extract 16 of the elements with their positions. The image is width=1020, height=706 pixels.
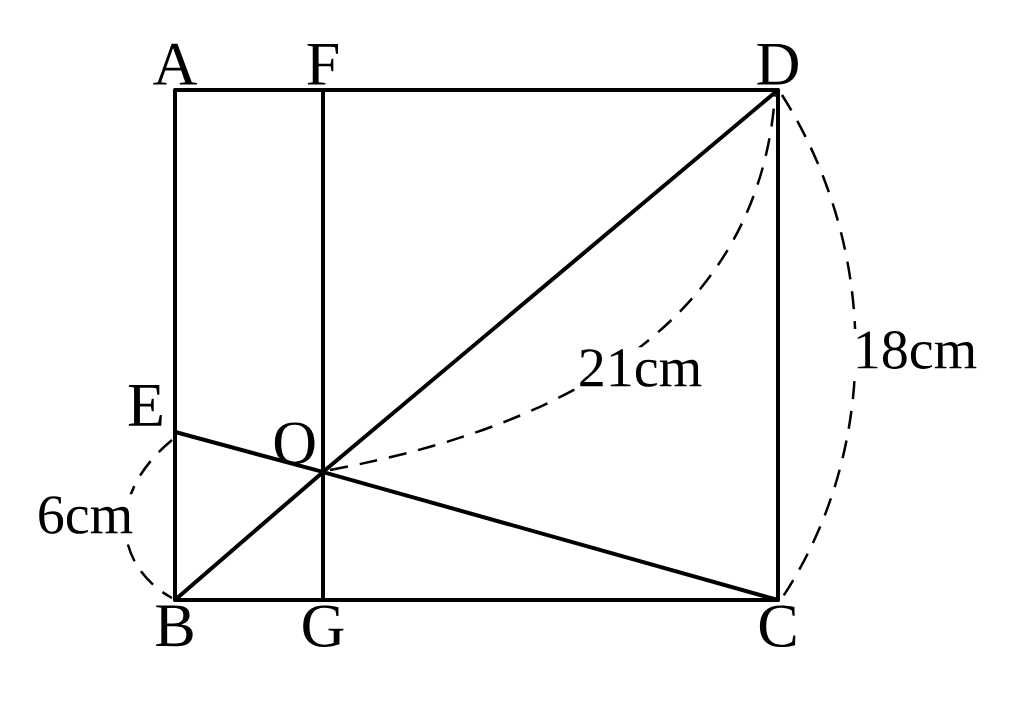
point-label: G [303,605,344,648]
dimension-label: 21cm [575,347,705,389]
line-segment [173,430,177,602]
point-label: C [759,605,796,648]
line-segment [173,88,325,92]
point-label: A [153,43,197,85]
line-segment [776,88,780,602]
point-label: F [307,44,338,85]
point-label: E [128,385,162,426]
line-segment [173,88,177,434]
line-segment [321,88,780,92]
point-label: D [757,43,798,85]
line-segment [173,598,325,602]
dimension-label: 6cm [34,494,136,536]
point-label: B [156,605,193,647]
dimension-label: 18cm [850,329,980,371]
